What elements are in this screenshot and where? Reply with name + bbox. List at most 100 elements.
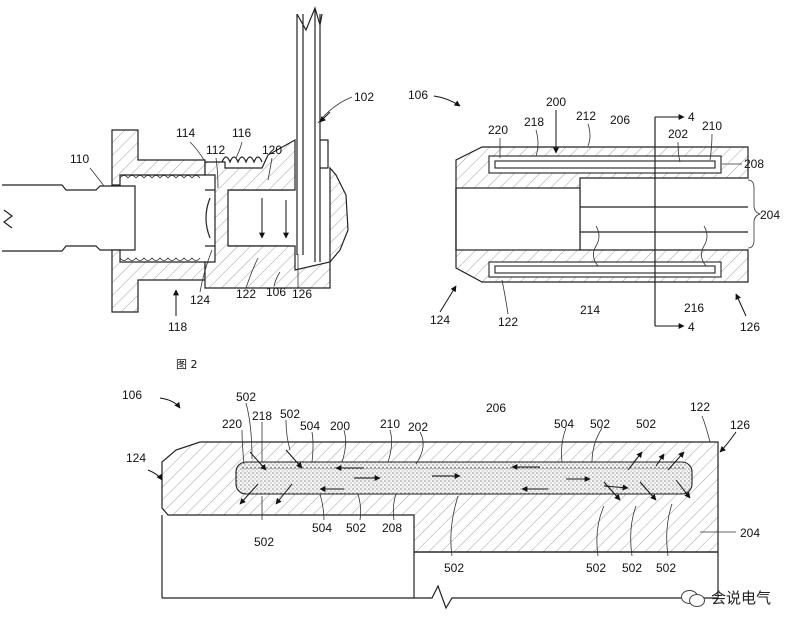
label-102: 102 xyxy=(354,90,374,104)
body-outline-lower xyxy=(161,515,719,598)
label-118: 118 xyxy=(168,320,187,334)
label-106: 106 xyxy=(266,285,286,299)
radiate-arrow xyxy=(239,483,259,505)
leader-502d xyxy=(591,427,603,463)
arrow-106 xyxy=(433,95,461,107)
label-202: 202 xyxy=(668,127,688,141)
label-504: 504 xyxy=(312,521,332,535)
leader-212 xyxy=(587,123,591,147)
leader-112 xyxy=(215,157,219,189)
leader-502h xyxy=(596,505,605,557)
watermark: 会说电气 xyxy=(680,587,771,608)
radiate-arrow xyxy=(603,481,621,501)
label-502: 502 xyxy=(586,561,606,575)
label-218: 218 xyxy=(252,409,272,423)
figure-bottom-section: 106 124 502 220 218 502 504 200 210 202 … xyxy=(122,388,760,610)
leader-202 xyxy=(415,431,424,465)
leader-110 xyxy=(89,167,105,187)
label-122: 122 xyxy=(690,400,710,414)
label-208: 208 xyxy=(744,157,764,171)
label-210: 210 xyxy=(380,417,400,431)
break-line xyxy=(162,584,718,610)
label-504: 504 xyxy=(554,417,574,431)
leader-116 xyxy=(235,141,243,159)
radiate-arrow xyxy=(667,451,685,471)
chat-bubbles-icon xyxy=(680,589,705,607)
label-116: 116 xyxy=(232,126,251,140)
label-212: 212 xyxy=(576,109,596,123)
upper-chamber-inner xyxy=(494,160,716,169)
label-502: 502 xyxy=(622,561,642,575)
label-112: 112 xyxy=(206,143,225,157)
label-208: 208 xyxy=(382,521,402,535)
label-206: 206 xyxy=(486,401,506,415)
leader-502f xyxy=(357,493,362,521)
leader-122 xyxy=(501,279,509,315)
label-502: 502 xyxy=(346,521,366,535)
label-204: 204 xyxy=(740,526,760,540)
label-220: 220 xyxy=(222,417,242,431)
figure-top-right-housing: 106 200 212 218 220 206 4 202 210 208 20… xyxy=(408,88,780,334)
label-504: 504 xyxy=(300,419,320,433)
figure-top-left-connector: 110 114 116 112 120 102 124 122 106 126 … xyxy=(2,6,374,334)
label-4-top: 4 xyxy=(688,110,695,124)
label-110: 110 xyxy=(70,152,89,166)
label-502: 502 xyxy=(590,417,610,431)
leader-214 xyxy=(593,225,600,267)
leader-502j xyxy=(666,503,673,557)
leader-502g xyxy=(450,495,459,557)
cable-body xyxy=(2,184,136,252)
chamber-dotted xyxy=(235,461,693,495)
radiate-arrow xyxy=(285,449,303,469)
housing-inner-lines xyxy=(455,188,748,250)
leader-504c xyxy=(319,493,325,521)
leader-502b xyxy=(285,419,291,451)
label-124: 124 xyxy=(430,313,450,327)
label-106: 106 xyxy=(122,388,142,402)
label-502: 502 xyxy=(636,417,656,431)
label-502: 502 xyxy=(280,407,300,421)
leader-502i xyxy=(630,505,637,557)
label-126: 126 xyxy=(730,418,750,432)
radiate-arrow xyxy=(639,481,657,501)
body-hatched xyxy=(161,441,719,553)
leader-114 xyxy=(189,141,205,161)
arrow-102 xyxy=(319,111,331,123)
leader-502a xyxy=(245,402,253,460)
leader-106 xyxy=(273,271,281,287)
label-502: 502 xyxy=(236,390,256,404)
label-120: 120 xyxy=(262,143,282,157)
label-214: 214 xyxy=(580,303,600,317)
radiate-arrow xyxy=(655,453,665,467)
radiate-arrow xyxy=(275,483,293,505)
panel-plates xyxy=(296,6,323,262)
leader-120 xyxy=(267,157,273,181)
label-502: 502 xyxy=(254,535,274,549)
label-124: 124 xyxy=(190,293,210,307)
label-126: 126 xyxy=(740,320,760,334)
bellows xyxy=(221,156,263,164)
panel-clip xyxy=(320,139,329,169)
label-216: 216 xyxy=(684,301,704,315)
radiate-arrow xyxy=(627,451,643,471)
label-218: 218 xyxy=(524,115,544,129)
leader-124 xyxy=(199,249,213,293)
label-124: 124 xyxy=(126,451,146,465)
cable-break-mark xyxy=(3,209,13,229)
arrow-106 xyxy=(159,397,181,409)
lower-chamber-inner xyxy=(494,265,716,274)
arrow-124 xyxy=(439,285,457,313)
label-126: 126 xyxy=(292,287,312,301)
leader-122 xyxy=(701,415,711,443)
label-200: 200 xyxy=(330,419,350,433)
label-122: 122 xyxy=(236,287,256,301)
leader-216 xyxy=(701,225,708,267)
thread-upper xyxy=(119,175,201,179)
thread-lower xyxy=(119,257,201,261)
figure-caption: 图 2 xyxy=(176,358,198,371)
label-206: 206 xyxy=(610,113,630,127)
label-210: 210 xyxy=(702,119,722,133)
leader-208 xyxy=(392,493,397,521)
